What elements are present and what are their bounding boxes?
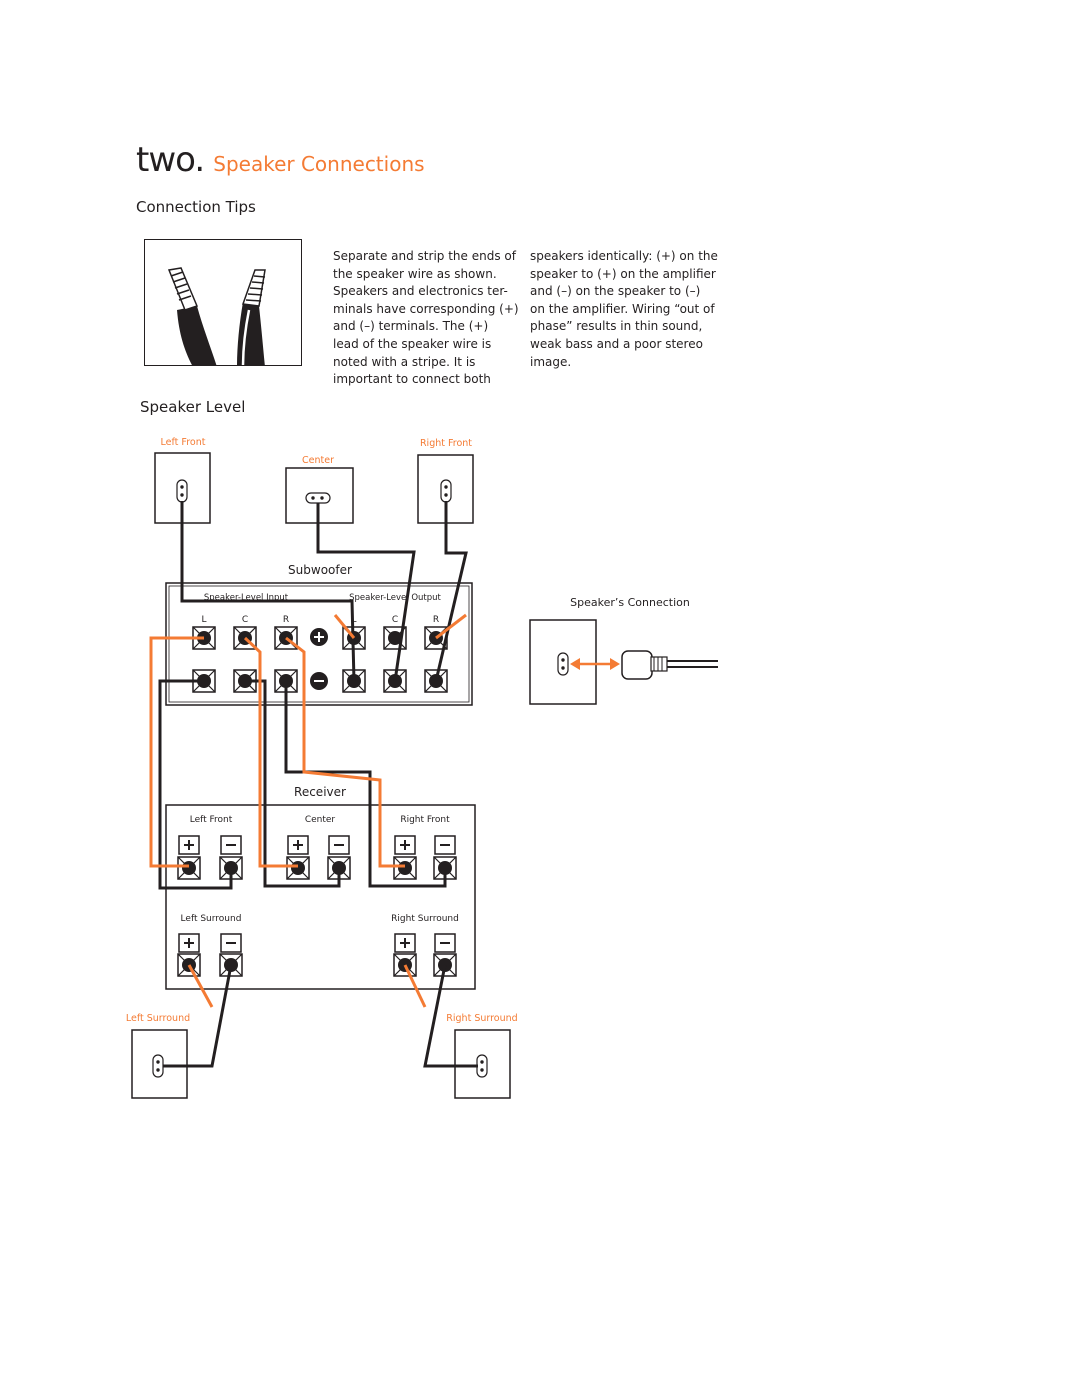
label-center: Center [302, 455, 334, 466]
label-left-front: Left Front [161, 437, 206, 448]
tips-column-2: speakers identically: (+) on the speaker… [530, 249, 718, 369]
receiver-panel: Receiver Left Front Center Right Front L… [165, 785, 476, 990]
subwoofer-title: Subwoofer [288, 563, 352, 577]
speaker-right-surround: Right Surround [446, 1013, 518, 1099]
chapter-number: two. [136, 140, 205, 180]
subwoofer-panel: Subwoofer Speaker-Level Input Speaker-Le… [165, 563, 473, 706]
receiver-right-front-label: Right Front [400, 815, 450, 825]
label-right-front: Right Front [420, 438, 472, 449]
label-right-surround: Right Surround [446, 1013, 517, 1024]
output-channel-r: R [433, 615, 439, 625]
receiver-right-surround-label: Right Surround [391, 914, 459, 924]
output-channel-l: L [351, 615, 356, 625]
speaker-level-input-label: Speaker-Level Input [204, 593, 289, 603]
input-channel-l: L [201, 615, 206, 625]
receiver-left-front-label: Left Front [190, 815, 233, 825]
negative-wires [158, 501, 478, 1068]
receiver-left-surround-label: Left Surround [181, 914, 242, 924]
page-title: two. Speaker Connections [136, 140, 425, 180]
receiver-title: Receiver [294, 785, 346, 799]
stripped-wire-illustration [167, 267, 266, 365]
speakers-connection-detail: Speaker’s Connection [529, 596, 718, 705]
speaker-left-surround: Left Surround [126, 1013, 190, 1099]
input-channel-c: C [242, 615, 248, 625]
label-left-surround: Left Surround [126, 1013, 190, 1024]
connection-tips-heading: Connection Tips [136, 198, 256, 216]
receiver-center-label: Center [305, 815, 336, 825]
plug-icon [621, 650, 653, 680]
wire-photo [144, 239, 302, 366]
speakers-connection-label: Speaker’s Connection [570, 596, 690, 609]
positive-wires [149, 613, 467, 1008]
tips-column-1: Separate and strip the ends of the speak… [333, 249, 519, 387]
speaker-level-output-label: Speaker-Level Output [349, 593, 441, 603]
output-channel-c: C [392, 615, 398, 625]
speaker-level-heading: Speaker Level [140, 398, 246, 416]
section-title: Speaker Connections [213, 152, 425, 176]
input-channel-r: R [283, 615, 289, 625]
